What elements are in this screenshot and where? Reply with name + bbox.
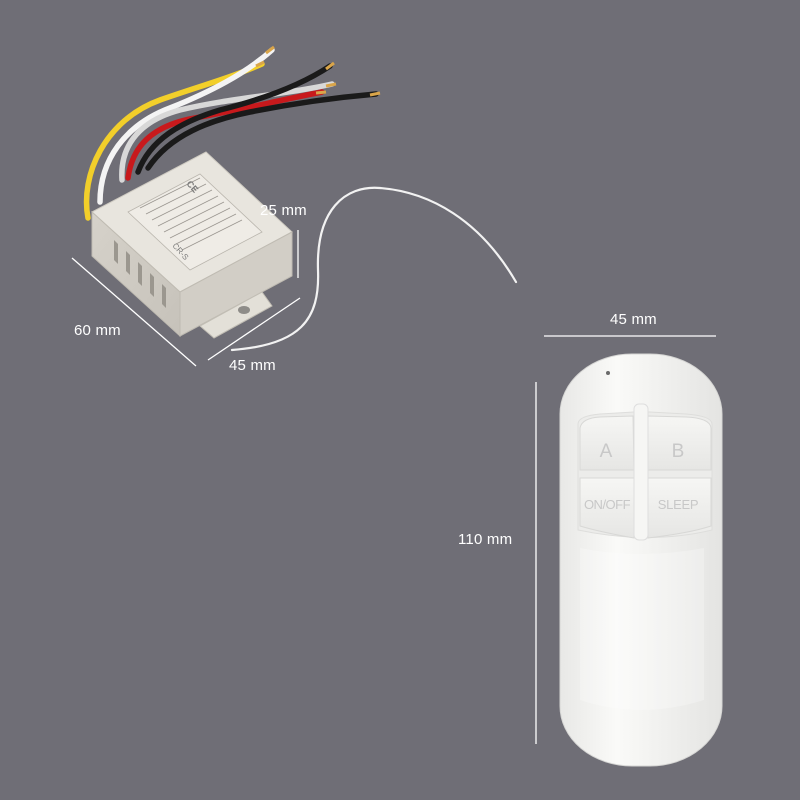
vent-slots (114, 240, 166, 308)
receiver-module: CR-S CE (91, 151, 293, 339)
module-height-label: 25 mm (260, 202, 307, 219)
dim-line-length (71, 257, 197, 367)
button-b[interactable] (647, 415, 712, 471)
module-length-label: 60 mm (74, 322, 121, 339)
button-on-off-label: ON/OFF (583, 497, 631, 512)
button-sleep[interactable] (647, 477, 712, 539)
remote-width-label: 45 mm (610, 311, 657, 328)
button-b-label: B (671, 441, 685, 462)
module-wires (83, 45, 381, 221)
module-width-label: 45 mm (229, 357, 276, 374)
remote-dimension-lines (535, 335, 716, 744)
module-dimension-lines (71, 230, 301, 367)
button-a-label: A (599, 441, 613, 462)
dim-line-width (207, 297, 301, 361)
remote-control (559, 353, 723, 767)
button-sleep-label: SLEEP (657, 497, 699, 512)
led-indicator (606, 371, 610, 375)
button-on-off[interactable] (579, 477, 635, 539)
antenna-wire (230, 186, 518, 352)
label-print-lines (139, 177, 243, 251)
remote-height-label: 110 mm (458, 531, 513, 548)
